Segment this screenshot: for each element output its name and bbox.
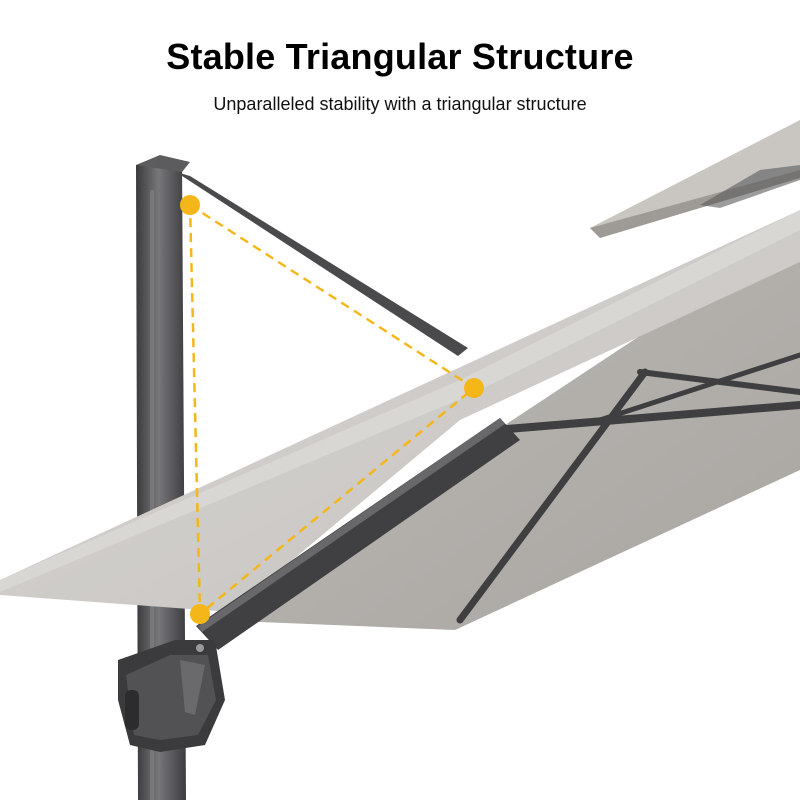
canopy	[0, 210, 800, 612]
canopy-vent	[590, 120, 800, 238]
canopy-ribs	[456, 352, 800, 624]
upper-support-strut	[176, 172, 468, 356]
main-arm	[196, 418, 520, 650]
triangle-vertex-top	[180, 195, 200, 215]
hinge-bracket	[118, 640, 225, 752]
page-title: Stable Triangular Structure	[166, 36, 634, 77]
umbrella-pole	[136, 155, 190, 800]
triangle-vertex-right	[464, 378, 484, 398]
page-subtitle: Unparalleled stability with a triangular…	[213, 94, 587, 114]
triangle-vertex-bottom	[190, 604, 210, 624]
triangle-marker	[180, 195, 484, 624]
